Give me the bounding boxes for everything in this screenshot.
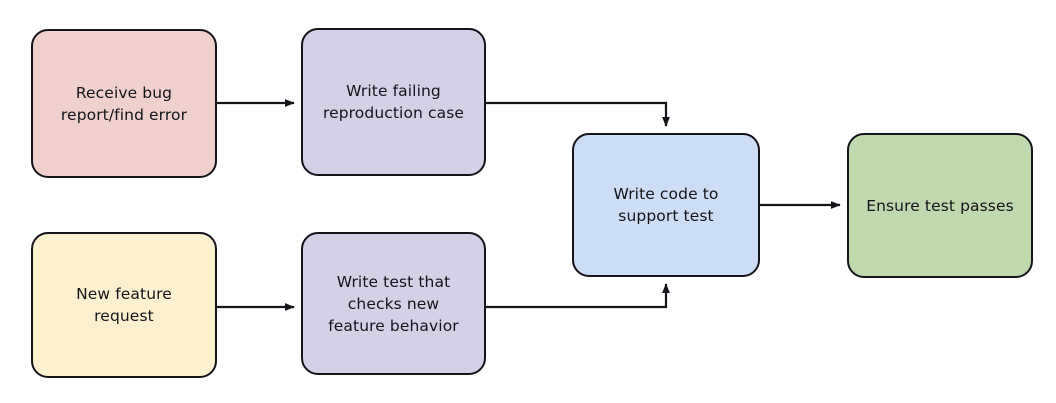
node-new-feature-request[interactable]: New feature request	[31, 232, 217, 378]
node-label: New feature request	[76, 285, 172, 325]
node-label: Receive bug report/find error	[60, 83, 188, 124]
node-label: Ensure test passes	[866, 196, 1014, 215]
node-label: Write test that checks new feature behav…	[328, 272, 459, 335]
node-write-test-checks-new-feature-behavior[interactable]: Write test that checks new feature behav…	[301, 232, 486, 375]
node-ensure-test-passes[interactable]: Ensure test passes	[847, 133, 1033, 278]
node-label: Write failing reproduction case	[322, 82, 465, 122]
edge-write-failing-reproduction-case-to-write-code-to-support-test	[486, 101, 670, 127]
node-label: Write code to support test	[613, 185, 719, 225]
node-write-code-to-support-test[interactable]: Write code to support test	[572, 133, 760, 277]
node-write-failing-reproduction-case[interactable]: Write failing reproduction case	[301, 28, 486, 176]
node-receive-bug-report[interactable]: Receive bug report/find error	[31, 29, 217, 178]
edge-write-test-checks-new-feature-behavior-to-write-code-to-support-test	[486, 283, 670, 309]
